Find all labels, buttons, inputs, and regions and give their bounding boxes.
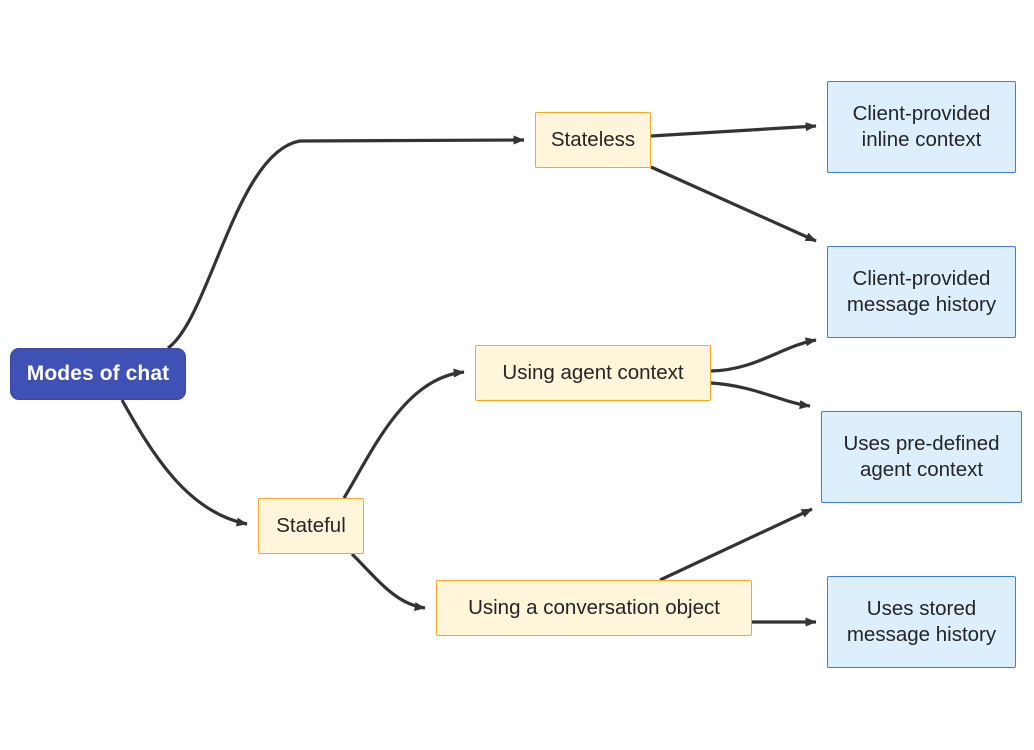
node-inline-context[interactable]: Client-provided inline context: [827, 81, 1016, 173]
node-agent-context[interactable]: Using agent context: [475, 345, 711, 401]
node-stateless[interactable]: Stateless: [535, 112, 651, 168]
node-conversation-object[interactable]: Using a conversation object: [436, 580, 752, 636]
edge-stateful-conversation-object: [350, 552, 426, 612]
node-stateful[interactable]: Stateful: [258, 498, 364, 554]
node-stored-message-history[interactable]: Uses stored message history: [827, 576, 1016, 668]
edge-stateless-inline-context: [650, 122, 817, 138]
edge-root-stateful: [120, 399, 248, 527]
edge-stateful-agent-context: [342, 368, 465, 499]
node-message-history[interactable]: Client-provided message history: [827, 246, 1016, 338]
edge-root-stateless: [167, 135, 525, 350]
node-predefined-agent-context[interactable]: Uses pre-defined agent context: [821, 411, 1022, 503]
edge-agent-context-message-history: [710, 337, 817, 373]
edge-stateless-message-history: [650, 165, 817, 243]
edge-conversation-object-predefined: [659, 507, 813, 582]
edge-agent-context-predefined: [710, 381, 811, 410]
node-root[interactable]: Modes of chat: [10, 348, 186, 400]
